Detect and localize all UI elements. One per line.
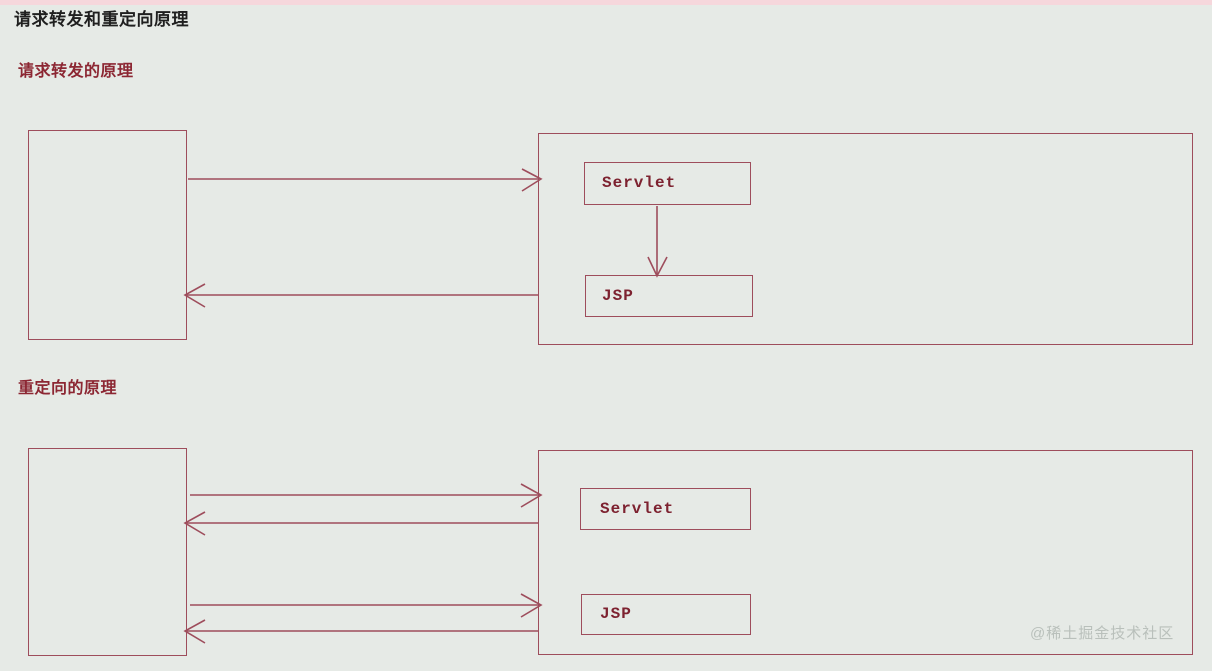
forward-servlet-label: Servlet bbox=[602, 174, 677, 192]
watermark: @稀土掘金技术社区 bbox=[1030, 625, 1175, 642]
section-heading-forward: 请求转发的原理 bbox=[18, 63, 134, 80]
forward-client-box bbox=[28, 130, 187, 340]
arrow-redirect-request-2 bbox=[190, 593, 543, 618]
forward-jsp-box bbox=[585, 275, 753, 317]
forward-jsp-label: JSP bbox=[602, 287, 634, 305]
redirect-jsp-box bbox=[581, 594, 751, 635]
page-title: 请求转发和重定向原理 bbox=[14, 10, 189, 29]
arrow-redirect-response-1 bbox=[183, 511, 538, 536]
arrow-redirect-request-1 bbox=[190, 483, 543, 508]
forward-servlet-box bbox=[584, 162, 751, 205]
redirect-servlet-label: Servlet bbox=[600, 500, 675, 518]
redirect-servlet-box bbox=[580, 488, 751, 530]
redirect-server-container bbox=[538, 450, 1193, 655]
arrow-redirect-response-2 bbox=[183, 619, 538, 644]
redirect-jsp-label: JSP bbox=[600, 605, 632, 623]
redirect-client-box bbox=[28, 448, 187, 656]
arrow-forward-response bbox=[183, 283, 538, 308]
forward-server-container bbox=[538, 133, 1193, 345]
arrow-forward-request bbox=[188, 168, 543, 192]
top-accent-strip bbox=[0, 0, 1212, 5]
section-heading-redirect: 重定向的原理 bbox=[18, 380, 118, 397]
